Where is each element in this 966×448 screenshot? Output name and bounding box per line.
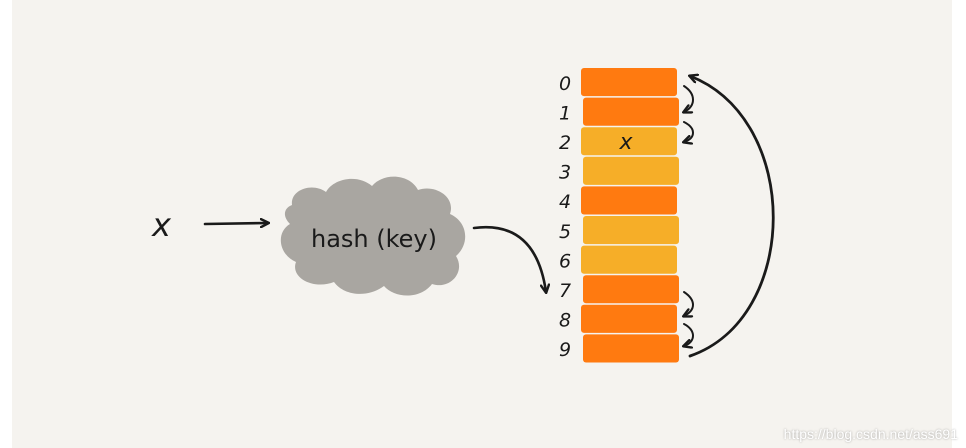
slot-6: [581, 245, 677, 274]
probe-arrow-8-to-9: [684, 323, 694, 346]
slot-index-3: 3: [559, 162, 571, 184]
slot-index-6: 6: [559, 250, 571, 272]
watermark-text: https://blog.csdn.net/ass691: [783, 426, 958, 442]
slot-7: [583, 275, 679, 304]
probe-arrows: [684, 76, 775, 358]
slot-index-9: 9: [559, 339, 571, 361]
probe-arrow-7-to-8: [684, 291, 694, 316]
slot-0: [581, 68, 677, 97]
slot-value-x: x: [618, 130, 633, 155]
slot-index-2: 2: [559, 132, 571, 154]
slot-index-7: 7: [559, 280, 571, 302]
arrow-to-hash: [203, 223, 268, 224]
slot-9: [583, 334, 679, 363]
hash-function-label: hash (key): [311, 225, 437, 253]
hash-cloud: [280, 176, 466, 296]
slot-1: [583, 97, 679, 126]
slot-4: [581, 186, 677, 215]
slot-index-5: 5: [559, 221, 571, 243]
input-label: x: [151, 206, 172, 244]
diagram-canvas: [12, 0, 952, 448]
slot-index-4: 4: [559, 191, 571, 213]
slot-index-8: 8: [559, 310, 571, 332]
slot-index-0: 0: [559, 73, 571, 95]
wrap-around-arrow: [690, 76, 775, 358]
arrow-hash-to-slot-7: [472, 225, 546, 292]
hash-table: 0 1 2 x 3 4 5 6 7 8 9: [559, 68, 679, 363]
probe-arrow-0-to-1: [684, 85, 694, 112]
slot-index-1: 1: [559, 102, 571, 124]
slot-3: [583, 156, 679, 185]
probe-arrow-1-to-2: [684, 121, 694, 142]
slot-2: [581, 127, 677, 156]
slot-5: [583, 216, 679, 245]
slot-8: [581, 304, 677, 333]
